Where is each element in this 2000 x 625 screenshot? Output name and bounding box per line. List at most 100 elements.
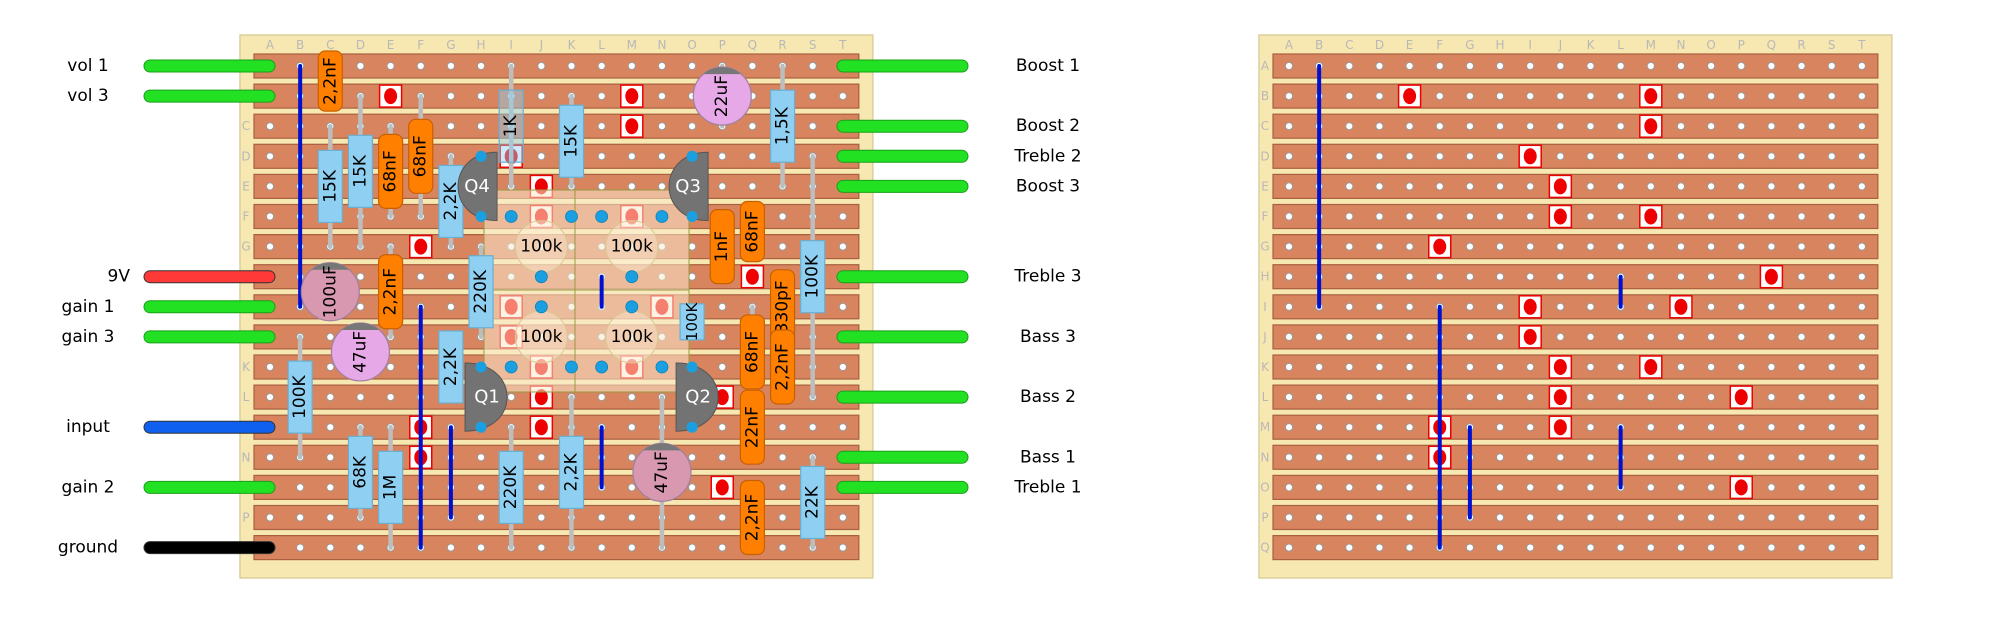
resistor-100K[interactable] [287, 360, 313, 434]
resistor-1,5K[interactable] [769, 89, 796, 163]
row-label: N [1261, 450, 1270, 464]
hole [1405, 483, 1414, 492]
electrolytic-capacitor-47uF[interactable]: 47uF [330, 322, 391, 382]
hole [1857, 453, 1866, 462]
offboard-wire-Boost-1[interactable] [836, 59, 969, 73]
offboard-wire-Treble-3[interactable] [836, 270, 969, 284]
hole [1827, 122, 1836, 131]
row-label: K [242, 360, 251, 374]
hole [1676, 122, 1686, 131]
hole [627, 453, 636, 462]
transistor-Q2[interactable]: Q2 [675, 361, 719, 433]
potentiometer-pin [625, 270, 639, 284]
capacitor-22nF[interactable] [739, 389, 766, 465]
hole [1345, 362, 1354, 372]
track-cut-icon [1433, 238, 1447, 255]
hole [1495, 61, 1505, 71]
hole [326, 393, 335, 402]
hole [718, 182, 727, 191]
hole [1405, 302, 1414, 311]
hole [537, 543, 546, 552]
resistor-2,2K[interactable] [438, 330, 464, 404]
resistor-15K[interactable] [347, 134, 374, 208]
hole [1646, 423, 1655, 432]
hole [1857, 302, 1866, 311]
hole [1465, 393, 1475, 402]
resistor-15K[interactable] [317, 149, 343, 223]
resistor-220K[interactable] [498, 450, 524, 524]
row-label: F [1262, 210, 1269, 224]
offboard-wire-Boost-2[interactable] [836, 119, 969, 133]
resistor-2,2K[interactable] [558, 435, 585, 509]
hole [808, 92, 817, 101]
capacitor-68nF[interactable] [739, 314, 766, 390]
hole [1676, 513, 1686, 522]
offboard-wire-label: ground [58, 538, 118, 558]
resistor-100K[interactable] [800, 240, 826, 314]
transistor-Q4[interactable]: Q4 [457, 150, 498, 222]
copper-strip [1272, 143, 1879, 169]
capacitor-68nF[interactable] [408, 118, 434, 194]
capacitor-2,2nF[interactable] [769, 329, 796, 405]
resistor-label: 1M [381, 475, 401, 500]
resistor-1K[interactable] [498, 89, 524, 163]
hole [1586, 483, 1595, 492]
hole [1345, 212, 1354, 221]
capacitor-2,2nF[interactable] [378, 254, 404, 330]
electrolytic-capacitor-47uF[interactable]: 47uF [632, 442, 692, 502]
capacitor-2,2nF[interactable] [739, 479, 766, 556]
hole [1737, 453, 1746, 462]
hole [1857, 362, 1866, 372]
hole [1767, 362, 1776, 372]
resistor-220K[interactable] [468, 255, 494, 329]
resistor-68K[interactable] [347, 435, 374, 509]
offboard-wire-Treble-2[interactable] [836, 149, 969, 163]
offboard-wire-gain-2[interactable] [143, 480, 276, 494]
track-cut-icon [414, 238, 428, 255]
offboard-wire-Boost-3[interactable] [836, 179, 969, 193]
capacitor-2,2nF[interactable] [317, 50, 343, 112]
offboard-wire-Bass-3[interactable] [836, 330, 969, 344]
offboard-wire-Bass-2[interactable] [836, 390, 969, 404]
hole [1495, 182, 1505, 191]
transistor-Q1[interactable]: Q1 [464, 361, 508, 433]
offboard-wire-gain-3[interactable] [143, 330, 276, 344]
hole [326, 423, 335, 432]
electrolytic-capacitor-22uF[interactable]: 22uF [692, 66, 752, 126]
offboard-wire-9V[interactable] [143, 270, 276, 284]
hole [1707, 182, 1716, 191]
resistor-22K[interactable] [800, 465, 826, 540]
capacitor-label: 2,2nF [320, 57, 340, 105]
capacitor-1nF[interactable] [709, 209, 735, 285]
offboard-wire-input[interactable] [143, 420, 276, 434]
offboard-wire-label: vol 3 [67, 86, 108, 106]
offboard-wire-ground[interactable] [143, 541, 276, 555]
hole [1375, 393, 1384, 402]
hole [1345, 152, 1354, 161]
offboard-wire-Treble-1[interactable] [836, 480, 969, 494]
resistor-1M[interactable] [378, 450, 404, 524]
offboard-wire-vol-1[interactable] [143, 59, 276, 73]
resistor-label: 2,2K [441, 182, 461, 221]
offboard-wire-vol-3[interactable] [143, 89, 276, 103]
capacitor-68nF[interactable] [378, 133, 404, 209]
hole [1284, 61, 1294, 71]
resistor-15K[interactable] [558, 104, 585, 178]
hole [1465, 212, 1475, 221]
row-label: I [1263, 300, 1267, 314]
copper-strip [1272, 414, 1879, 440]
offboard-wire-Bass-1[interactable] [836, 450, 969, 464]
copper-strip [1272, 444, 1879, 470]
hole [1345, 423, 1354, 432]
resistor-100K[interactable] [679, 303, 705, 341]
capacitor-68nF[interactable] [739, 200, 766, 263]
offboard-wire-gain-1[interactable] [143, 300, 276, 314]
transistor-Q3[interactable]: Q3 [668, 150, 709, 222]
hole [627, 483, 636, 492]
track-cut-icon [1734, 389, 1748, 406]
hole [1827, 362, 1836, 372]
electrolytic-capacitor-100uF[interactable]: 100uF [300, 262, 360, 322]
